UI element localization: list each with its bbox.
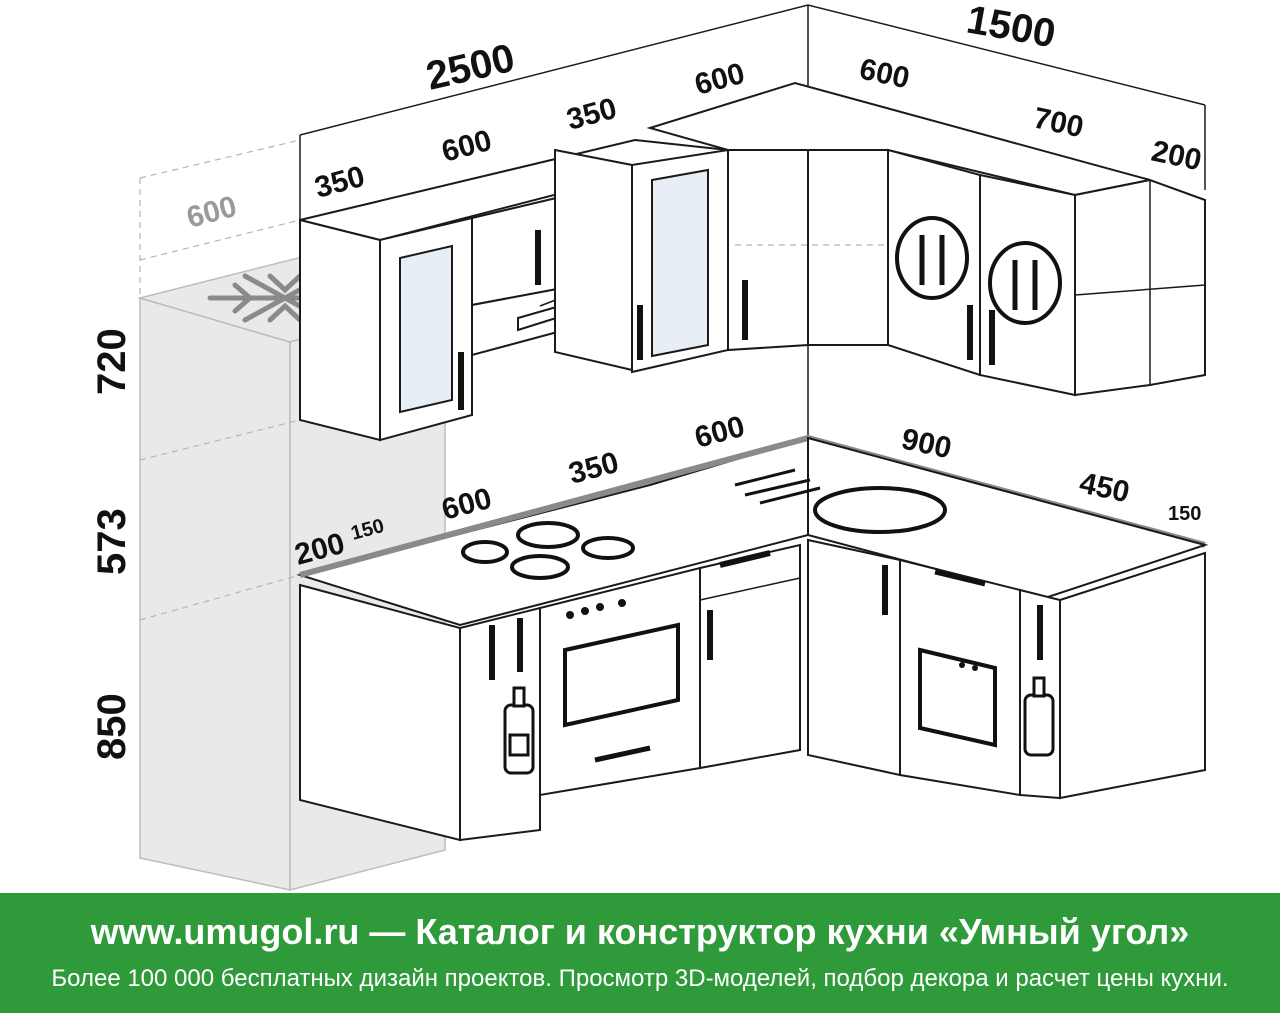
lower-right-cabinets: [734, 436, 1209, 800]
dim-lower-right-1: 900: [899, 423, 955, 466]
dim-height-upper: 720: [90, 328, 134, 395]
dim-lower-left-3: 600: [438, 482, 495, 527]
dim-lower-right-2: 450: [1077, 467, 1133, 510]
glass-door-middle: [651, 168, 709, 358]
glass-door-left: [399, 244, 453, 414]
sink-icon: [734, 468, 947, 534]
cutlery-plate-icon: [988, 241, 1062, 325]
dim-upper-left-3: 350: [563, 92, 620, 137]
dim-upper-left-2: 600: [438, 124, 495, 169]
cooktop-icon: [461, 521, 635, 580]
footer-banner: www.umugol.ru — Каталог и конструктор ку…: [0, 893, 1280, 1013]
dim-lower-left-5: 600: [691, 410, 748, 455]
footer-title-link[interactable]: www.umugol.ru — Каталог и конструктор ку…: [90, 911, 1190, 952]
footer-subtitle: Более 100 000 бесплатных дизайн проектов…: [51, 965, 1229, 992]
bottle-icon: [1023, 676, 1055, 757]
dishwasher-icon: [918, 569, 997, 748]
dim-height-lower: 850: [90, 693, 134, 760]
dim-lower-left-4: 350: [565, 446, 622, 491]
oven-icon: [563, 599, 680, 763]
dim-upper-right-2: 700: [1031, 102, 1087, 145]
kitchen-layout-diagram: 2500 1500 720 573 850 600 350 600 350 60…: [90, 0, 1209, 891]
dim-upper-left-1: 350: [311, 160, 368, 205]
lower-left-cabinets: [296, 434, 1206, 842]
dim-upper-right-3: 200: [1149, 135, 1205, 178]
upper-left-cabinets: [299, 138, 729, 442]
dim-height-middle: 573: [90, 508, 134, 575]
cutlery-plate-icon: [895, 216, 969, 300]
dim-upper-left-4: 600: [691, 57, 748, 102]
dim-overall-left: 2500: [422, 36, 519, 99]
bottle-icon: [503, 686, 535, 775]
dim-upper-right-1: 600: [857, 53, 913, 96]
upper-right-cabinets: [646, 81, 1206, 397]
dim-lower-right-3: 150: [1168, 503, 1201, 525]
dim-fridge-depth: 600: [183, 190, 240, 235]
